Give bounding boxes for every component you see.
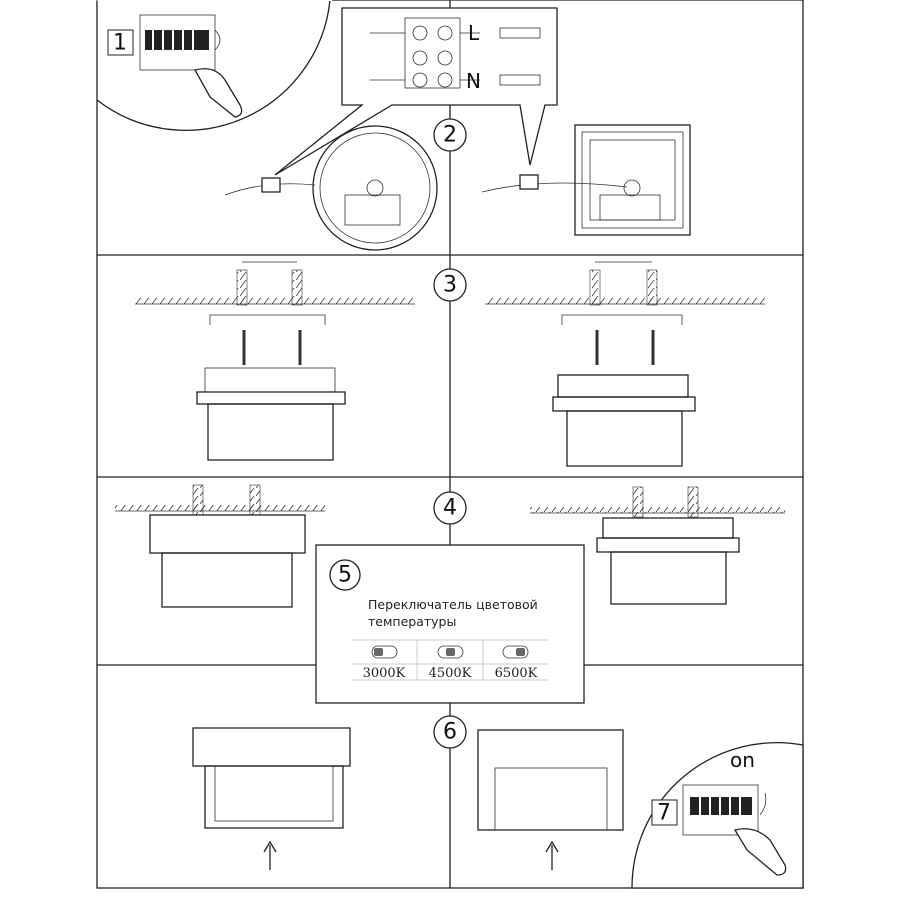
step-number: 1 [113,31,127,56]
wiring-callout [274,7,558,176]
connector-icon [519,174,539,190]
switch-panel [315,544,585,704]
option-4500k: 4500K [429,666,472,681]
step-number: 3 [443,273,457,298]
cct-switch-6500k[interactable] [502,645,529,659]
cct-switch-3000k[interactable] [371,645,398,659]
panel-title: температуры [368,614,456,629]
step-number: 4 [443,496,457,521]
power-on-label: on [730,748,755,772]
step-7-breaker-on: on 7 [631,742,804,889]
step-4-fixing: 4 [115,484,785,608]
hand-icon [194,68,243,118]
arrow-up-icon [263,840,277,853]
arrow-down-icon [214,29,221,51]
arrow-up-icon [759,792,767,816]
step-3-mounting: 3 [135,261,765,467]
breaker-switches-icon [690,792,752,820]
step-number: 5 [338,563,352,588]
square-fixture [574,124,691,236]
step-2-wiring: L N 2 [224,7,691,251]
panel-title: Переключатель цветовой [368,597,538,612]
cct-switch-4500k[interactable] [437,645,464,659]
step-6-cover: 6 [192,715,624,870]
option-3000k: 3000K [363,666,406,681]
live-wire-label: L [468,21,480,45]
round-fixture [312,125,438,251]
step-number: 2 [443,123,457,148]
connector-icon [261,177,281,193]
breaker-switches-icon [145,25,209,55]
step-number: 7 [657,801,671,826]
step-1-breaker-off: 1 [96,0,332,131]
neutral-wire-label: N [466,69,481,93]
step-5-color-temperature: 5 Переключатель цветовой температуры 300… [315,544,585,704]
step-number: 6 [443,720,457,745]
terminal-block-icon [370,17,541,89]
cable [481,182,628,193]
hand-icon [733,828,787,876]
option-6500k: 6500K [495,666,538,681]
arrow-up-icon [545,840,559,853]
